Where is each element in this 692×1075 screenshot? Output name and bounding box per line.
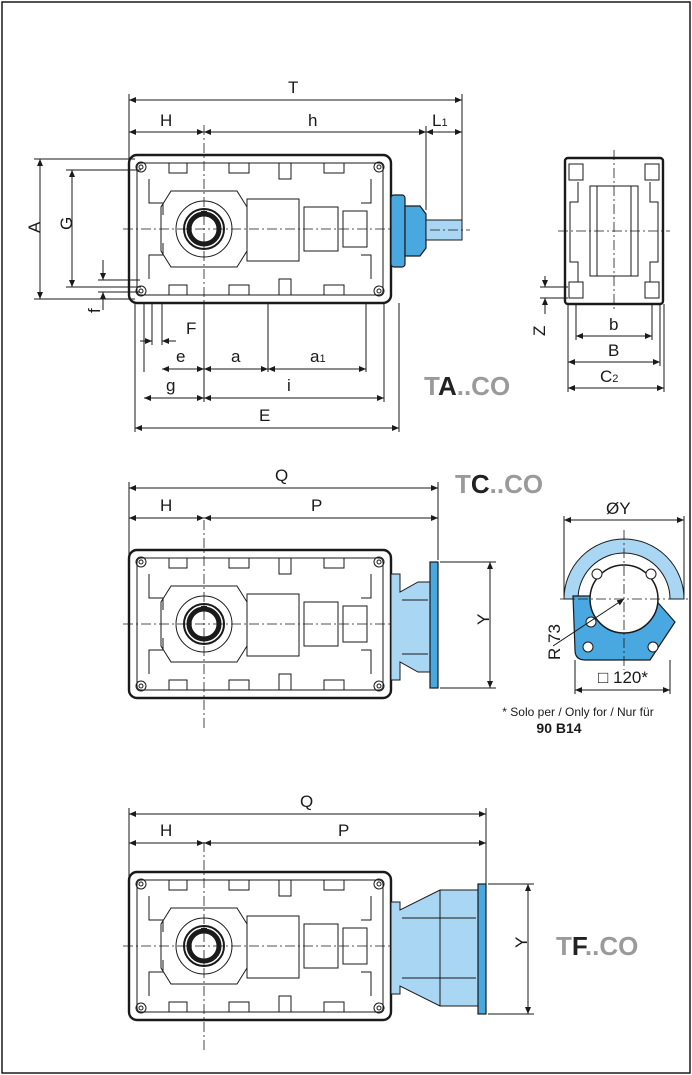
dim-i: i	[287, 376, 291, 395]
tf-model-label: TF..CO	[556, 931, 638, 961]
dim-a: a	[231, 347, 241, 366]
dim-f: f	[85, 308, 104, 313]
dim-R73: R 73	[545, 624, 564, 660]
tf-dim-P: P	[338, 821, 349, 840]
tf-dim-H: H	[160, 821, 172, 840]
flange-detail: ØY R 73 □ 120* * Solo per / Only for / N…	[502, 499, 688, 736]
dim-e: e	[176, 347, 185, 366]
tc-view: Q H P Y TC..CO	[123, 466, 543, 730]
tc-dim-H: H	[160, 496, 172, 515]
dim-phiY: ØY	[606, 499, 631, 518]
dim-G: G	[57, 217, 76, 230]
dim-H: H	[160, 111, 172, 130]
dim-b: b	[609, 315, 618, 334]
tc-dim-Y: Y	[474, 614, 493, 625]
tf-dim-Q: Q	[300, 792, 313, 811]
dim-a1: a1	[310, 347, 326, 366]
ta-view: T H h L1 A G f F	[25, 78, 510, 432]
tf-flange	[477, 883, 487, 1015]
dim-B: B	[608, 341, 619, 360]
tf-adapter	[390, 889, 479, 1007]
dim-C2: C2	[600, 367, 618, 386]
tc-flange	[429, 561, 439, 689]
tc-model-label: TC..CO	[455, 469, 543, 499]
dim-A: A	[25, 221, 44, 233]
tf-dim-Y: Y	[512, 937, 531, 948]
dim-F: F	[186, 319, 196, 338]
tc-adapter	[390, 573, 431, 681]
ta-output-flange	[390, 194, 406, 268]
dim-E: E	[259, 406, 270, 425]
flange-note-line1: * Solo per / Only for / Nur für	[502, 705, 653, 719]
dim-T: T	[288, 78, 298, 97]
dim-sq120: □ 120*	[598, 668, 648, 687]
ta-model-label: TA..CO	[424, 371, 510, 401]
dim-h: h	[308, 111, 317, 130]
tf-view: Q H P Y TF..CO	[123, 792, 638, 1052]
dim-L1: L1	[432, 111, 448, 130]
tc-dim-Q: Q	[275, 466, 288, 485]
flange-note-line2: 90 B14	[536, 720, 581, 736]
side-view: Z b B C2	[530, 150, 670, 392]
tc-dim-P: P	[311, 496, 322, 515]
dim-g: g	[166, 376, 175, 395]
dim-Z: Z	[530, 326, 549, 336]
